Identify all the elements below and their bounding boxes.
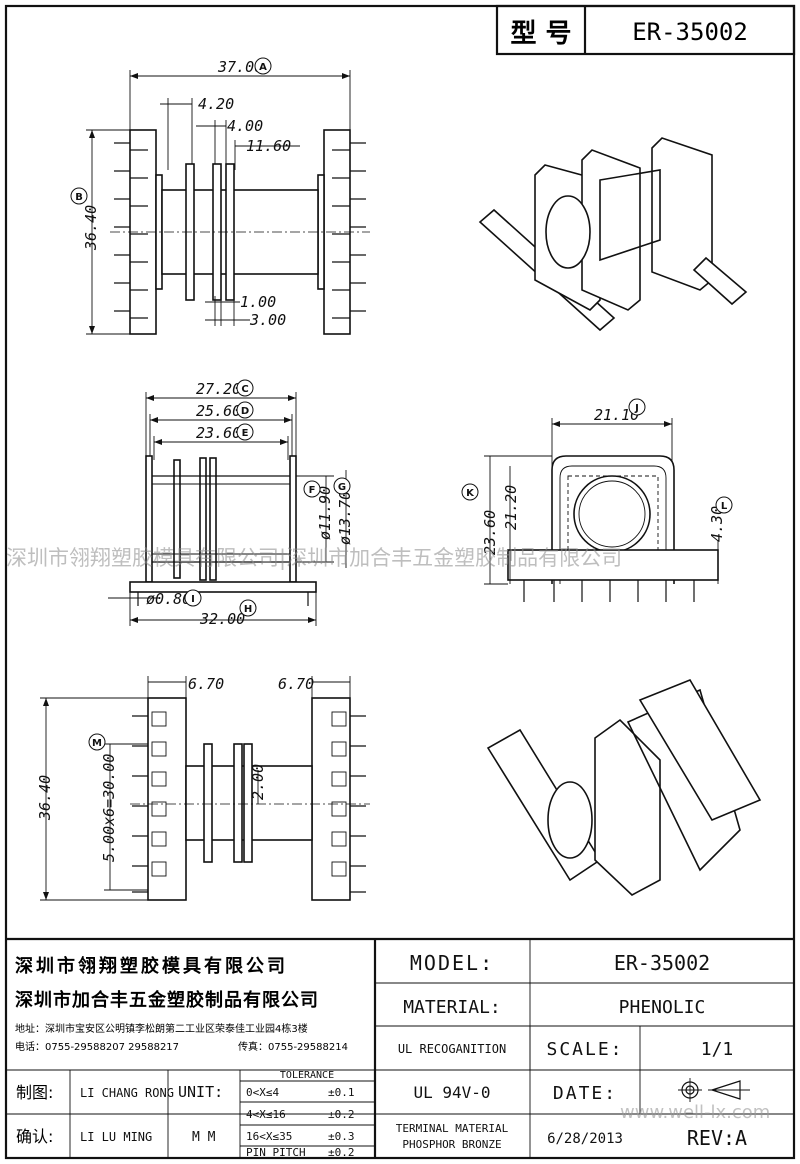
material-label: MATERIAL: xyxy=(403,997,501,1018)
marker-j: J xyxy=(634,403,639,414)
dim-4-00: 4.00 xyxy=(227,117,263,135)
company-1: 深圳市翎翔塑胶模具有限公司 xyxy=(15,955,288,977)
revision: REV:A xyxy=(687,1126,747,1150)
marker-l: L xyxy=(721,501,728,512)
dim-23-60-front: 23.60 xyxy=(481,510,499,555)
model-value: ER-35002 xyxy=(614,951,710,975)
drawn-label: 制图: xyxy=(16,1083,53,1102)
company-2: 深圳市加合丰五金塑胶制品有限公司 xyxy=(15,989,319,1011)
top-view: 37.00 A 4.20 4.00 11.60 36.40 B xyxy=(70,57,370,335)
marker-c: C xyxy=(241,384,248,395)
marker-f: F xyxy=(309,485,316,496)
tol-val-3: ±0.3 xyxy=(328,1130,355,1143)
date-label: DATE: xyxy=(553,1083,617,1104)
drawn-name: LI CHANG RONG xyxy=(80,1086,174,1100)
dim-1-00: 1.00 xyxy=(240,293,276,311)
dim-36-40: 36.40 xyxy=(82,205,100,251)
isometric-top xyxy=(478,137,748,332)
watermark: 深圳市翎翔塑胶模具有限公司|深圳市加合丰五金塑胶制品有限公司 xyxy=(6,546,622,571)
projection-symbol-icon xyxy=(678,1078,750,1102)
marker-m: M xyxy=(92,738,102,749)
checked-name: LI LU MING xyxy=(80,1130,152,1144)
dim-2-00: 2.00 xyxy=(249,764,267,800)
site-watermark: www.well-lx.com xyxy=(620,1102,770,1123)
date-value: 6/28/2013 xyxy=(547,1131,623,1147)
bottom-view: 6.70 6.70 36.40 5.00x6=30.00 M xyxy=(36,675,370,901)
company-fax: 传真：0755-29588214 xyxy=(238,1040,348,1053)
dim-pitch-30: 5.00x6=30.00 xyxy=(100,754,118,862)
sheet-border xyxy=(4,4,796,1160)
marker-g: G xyxy=(338,482,346,493)
tol-range-3: 16<X≤35 xyxy=(246,1130,292,1143)
dim-21-20: 21.20 xyxy=(502,485,520,530)
dim-phi-13-70: ø13.70 xyxy=(336,491,354,545)
front-view: 21.10 J 23.60 K 21.20 4.30 L xyxy=(461,398,733,602)
dim-37: 37.00 xyxy=(217,58,263,76)
dim-3-00: 3.00 xyxy=(249,311,286,329)
tol-range-4: PIN PITCH xyxy=(246,1146,306,1159)
dim-phi-11-90: ø11.90 xyxy=(316,486,334,540)
scale-value: 1/1 xyxy=(701,1039,734,1060)
material-value: PHENOLIC xyxy=(619,997,706,1018)
terminal-line-1: TERMINAL MATERIAL xyxy=(396,1122,509,1135)
dim-32-00: 32.00 xyxy=(199,610,245,628)
marker-k: K xyxy=(466,488,475,499)
isometric-bottom xyxy=(486,679,762,896)
dim-4-30: 4.30 xyxy=(708,506,726,542)
checked-label: 确认: xyxy=(16,1127,53,1146)
ul-label: UL RECOGANITION xyxy=(398,1042,506,1056)
marker-b: B xyxy=(75,192,83,203)
marker-d: D xyxy=(241,406,249,417)
dim-11-60: 11.60 xyxy=(246,137,291,155)
dim-27-20: 27.20 xyxy=(196,380,241,398)
side-view: 27.20 C 25.60 D 23.60 E ø11.90 xyxy=(108,379,354,628)
unit-value: M M xyxy=(192,1130,216,1145)
ul-value: UL 94V-0 xyxy=(413,1083,490,1102)
marker-i: I xyxy=(191,594,195,605)
unit-label: UNIT: xyxy=(178,1083,223,1101)
dim-6-70-left: 6.70 xyxy=(188,675,224,693)
header-label: 型 号 xyxy=(510,19,571,49)
dim-phi-0-80: ø0.80 xyxy=(146,590,191,608)
tol-val-4: ±0.2 xyxy=(328,1146,355,1159)
tol-range-2: 4<X≤16 xyxy=(246,1108,286,1121)
header-model: ER-35002 xyxy=(632,18,748,46)
marker-h: H xyxy=(244,604,252,615)
dim-23-60: 23.60 xyxy=(196,424,241,442)
marker-e: E xyxy=(242,428,249,439)
header-box: 型 号 ER-35002 xyxy=(495,4,796,56)
dim-25-60: 25.60 xyxy=(196,402,241,420)
model-label: MODEL: xyxy=(410,951,494,975)
tol-val-1: ±0.1 xyxy=(328,1086,355,1099)
dim-4-20: 4.20 xyxy=(198,95,234,113)
dim-21-10: 21.10 xyxy=(594,406,639,424)
company-phone: 电话：0755-29588207 29588217 xyxy=(15,1040,179,1053)
terminal-line-2: PHOSPHOR BRONZE xyxy=(402,1138,501,1151)
dim-36-40-bottom: 36.40 xyxy=(36,775,54,821)
marker-a: A xyxy=(259,62,267,73)
title-block: 深圳市翎翔塑胶模具有限公司 深圳市加合丰五金塑胶制品有限公司 地址：深圳市宝安区… xyxy=(6,937,794,1159)
company-address: 地址：深圳市宝安区公明镇李松朗第二工业区荣泰佳工业园4栋3楼 xyxy=(15,1022,308,1035)
tolerance-header: TOLERANCE xyxy=(280,1070,334,1081)
dim-6-70-right: 6.70 xyxy=(278,675,314,693)
tol-range-1: 0<X≤4 xyxy=(246,1086,279,1099)
tol-val-2: ±0.2 xyxy=(328,1108,355,1121)
scale-label: SCALE: xyxy=(546,1039,623,1060)
